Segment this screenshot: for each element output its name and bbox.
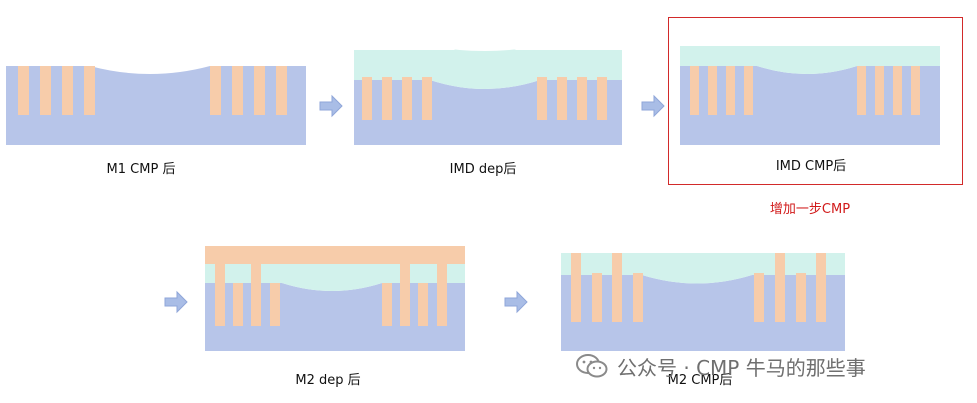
- panel5-substrate: [561, 275, 845, 351]
- panel1-m1-line-2: [40, 66, 51, 115]
- watermark: 公众号 · CMP 牛马的那些事: [575, 351, 866, 381]
- arrow-2: [641, 94, 665, 118]
- caption-m2-dep: M2 dep 后: [295, 373, 361, 388]
- panel4-via-1: [215, 264, 225, 326]
- panel2-m1-line-4: [597, 77, 607, 120]
- caption-imd-cmp: IMD CMP后: [775, 159, 847, 174]
- panel1-m1-line-3: [254, 66, 265, 115]
- panel4-imd-layer: [205, 264, 465, 283]
- panel3-m1-line-1: [857, 66, 866, 115]
- panel2-m1-line-1: [362, 77, 372, 120]
- panel2-substrate: [354, 80, 622, 145]
- panel2-imd-top-dip: [430, 42, 540, 51]
- caption-m1-cmp: M1 CMP 后: [106, 162, 176, 177]
- panel4-m2-layer: [205, 246, 465, 264]
- panel4-m1-line-3: [382, 283, 392, 326]
- panel4-via-3: [400, 264, 410, 326]
- panel3-m1-line-3: [893, 66, 902, 115]
- caption-imd-dep: IMD dep后: [449, 162, 517, 177]
- panel3-m1-line-2: [875, 66, 884, 115]
- panel5-via-1: [571, 253, 581, 322]
- arrow-1: [319, 94, 343, 118]
- highlight-box-imd-cmp: [668, 17, 963, 185]
- panel5-m1-line-4: [796, 273, 806, 322]
- panel1-m1-line-1: [210, 66, 221, 115]
- panel1-substrate: [6, 66, 306, 145]
- panel4-m1-line-1: [233, 283, 243, 326]
- panel5-imd-layer: [561, 253, 845, 275]
- panel5-imd-recess-fill: [642, 275, 752, 284]
- panel2-m1-line-2: [557, 77, 567, 120]
- panel5-via-4: [816, 253, 826, 322]
- panel3-imd-recess-fill: [757, 66, 857, 74]
- panel3-imd-layer: [680, 46, 940, 66]
- panel3-m1-line-1: [690, 66, 699, 115]
- note-added-cmp-step: 增加一步CMP: [769, 202, 851, 217]
- panel2-m1-line-3: [402, 77, 412, 120]
- caption-m2-cmp: M2 CMP后: [667, 373, 733, 388]
- panel1-m1-line-2: [232, 66, 243, 115]
- panel4-via-2: [251, 264, 261, 326]
- arrow-4: [504, 290, 528, 314]
- panel4-m1-line-2: [270, 283, 280, 326]
- panel2-m1-line-2: [382, 77, 392, 120]
- panel1-m1-line-4: [84, 66, 95, 115]
- panel5-via-3: [775, 253, 785, 322]
- panel5-m1-line-3: [754, 273, 764, 322]
- panel5-m1-line-2: [633, 273, 643, 322]
- panel2-m1-line-1: [537, 77, 547, 120]
- panel1-m1-line-3: [62, 66, 73, 115]
- wechat-icon: [576, 354, 608, 378]
- panel3-m1-line-2: [708, 66, 717, 115]
- panel2-imd-bump: [430, 46, 540, 89]
- panel3-m1-line-4: [911, 66, 920, 115]
- panel1-m1-line-1: [18, 66, 29, 115]
- panel4-m1-line-4: [418, 283, 428, 326]
- panel5-via-2: [612, 253, 622, 322]
- panel3-m1-line-4: [744, 66, 753, 115]
- panel4-via-4: [437, 264, 447, 326]
- panel5-m1-line-1: [592, 273, 602, 322]
- panel1-m1-line-4: [276, 66, 287, 115]
- watermark-text: 公众号 · CMP 牛马的那些事: [617, 355, 866, 380]
- panel3-m1-line-3: [726, 66, 735, 115]
- panel4-imd-recess-fill: [282, 283, 382, 291]
- arrow-3: [164, 290, 188, 314]
- panel2-m1-line-3: [577, 77, 587, 120]
- panel2-m1-line-4: [422, 77, 432, 120]
